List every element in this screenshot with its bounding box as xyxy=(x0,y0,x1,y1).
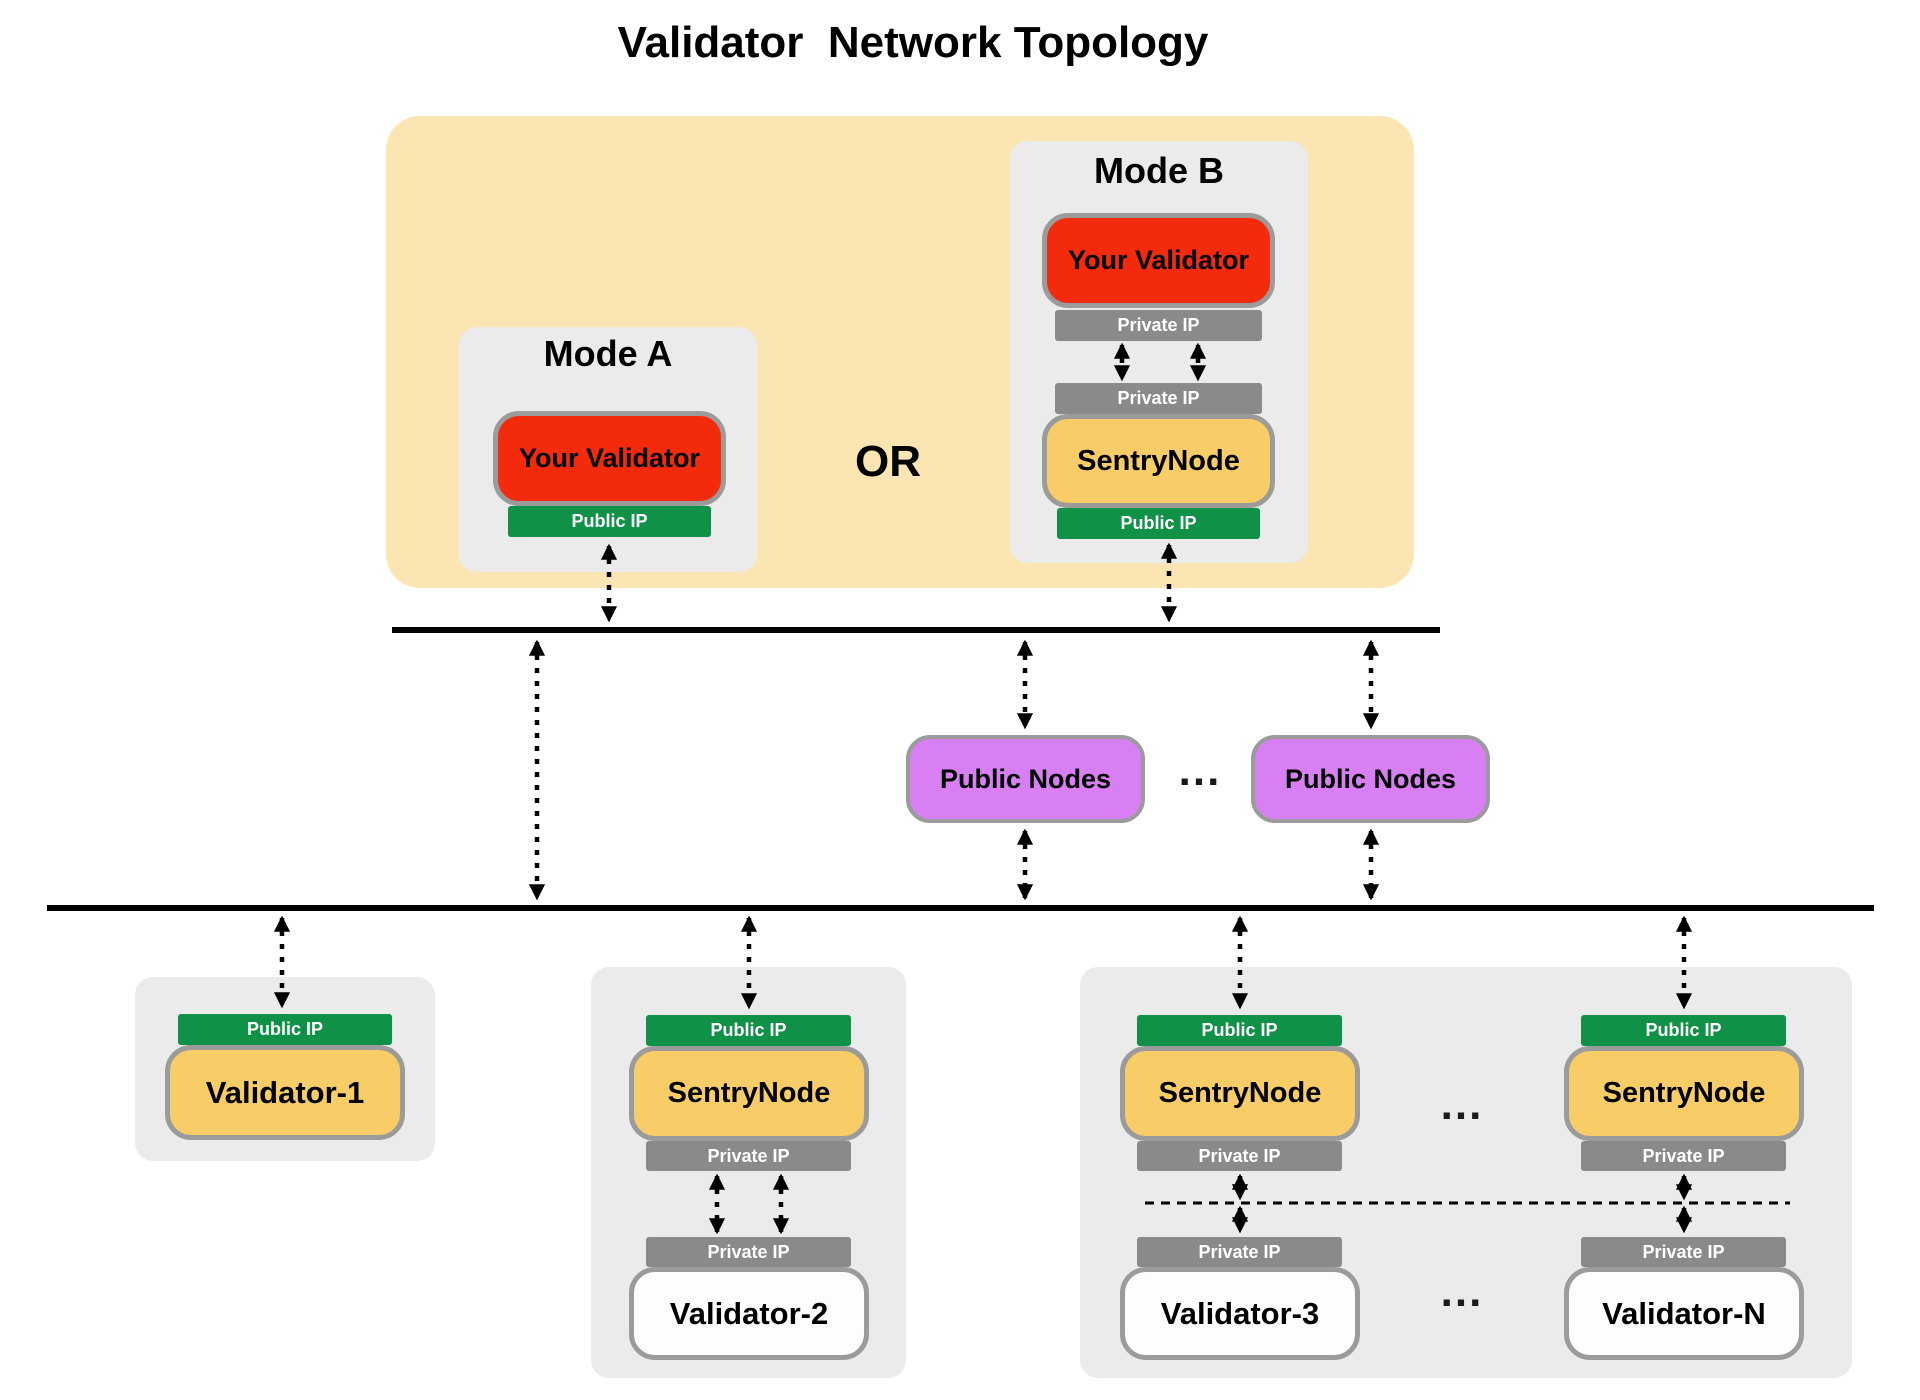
mode-b-public-ip-badge: Public IP xyxy=(1057,508,1260,539)
validator-2-private-ip-upper-badge: Private IP xyxy=(646,1141,851,1171)
validator-2-node: Validator-2 xyxy=(629,1267,869,1360)
validator-3-private-ip-upper-badge: Private IP xyxy=(1137,1141,1342,1171)
mode-b-title: Mode B xyxy=(1094,150,1224,191)
public-nodes-right: Public Nodes xyxy=(1251,735,1490,823)
validator-2-sentry-node: SentryNode xyxy=(629,1046,869,1141)
mode-b-private-ip-upper-badge: Private IP xyxy=(1055,310,1262,341)
validator-n-node: Validator-N xyxy=(1564,1267,1804,1360)
validator-n-public-ip-badge: Public IP xyxy=(1581,1015,1786,1046)
mode-b-private-ip-lower-badge: Private IP xyxy=(1055,383,1262,414)
validator-2-private-ip-lower-badge: Private IP xyxy=(646,1237,851,1267)
validator-3-public-ip-badge: Public IP xyxy=(1137,1015,1342,1046)
validator-1-node: Validator-1 xyxy=(165,1045,405,1140)
validator-3-sentry-node: SentryNode xyxy=(1120,1046,1360,1141)
sentry-row-ellipsis: ... xyxy=(1440,1080,1484,1129)
validator-3-node: Validator-3 xyxy=(1120,1267,1360,1360)
public-nodes-ellipsis: ... xyxy=(1178,746,1222,795)
mode-a-your-validator-node: Your Validator xyxy=(493,411,726,506)
page-title: Validator Network Topology xyxy=(617,18,1209,67)
validator-2-public-ip-badge: Public IP xyxy=(646,1015,851,1046)
mode-b-your-validator-node: Your Validator xyxy=(1042,213,1275,308)
mode-a-public-ip-badge: Public IP xyxy=(508,506,711,537)
validator-3-private-ip-lower-badge: Private IP xyxy=(1137,1237,1342,1267)
validator-1-public-ip-badge: Public IP xyxy=(178,1014,392,1045)
validator-n-private-ip-upper-badge: Private IP xyxy=(1581,1141,1786,1171)
validator-n-sentry-node: SentryNode xyxy=(1564,1046,1804,1141)
mode-b-sentry-node: SentryNode xyxy=(1042,414,1275,508)
public-nodes-left: Public Nodes xyxy=(906,735,1145,823)
validator-n-private-ip-lower-badge: Private IP xyxy=(1581,1237,1786,1267)
mode-a-title: Mode A xyxy=(543,333,673,374)
validator-row-ellipsis: ... xyxy=(1440,1267,1484,1316)
or-label: OR xyxy=(855,437,921,486)
